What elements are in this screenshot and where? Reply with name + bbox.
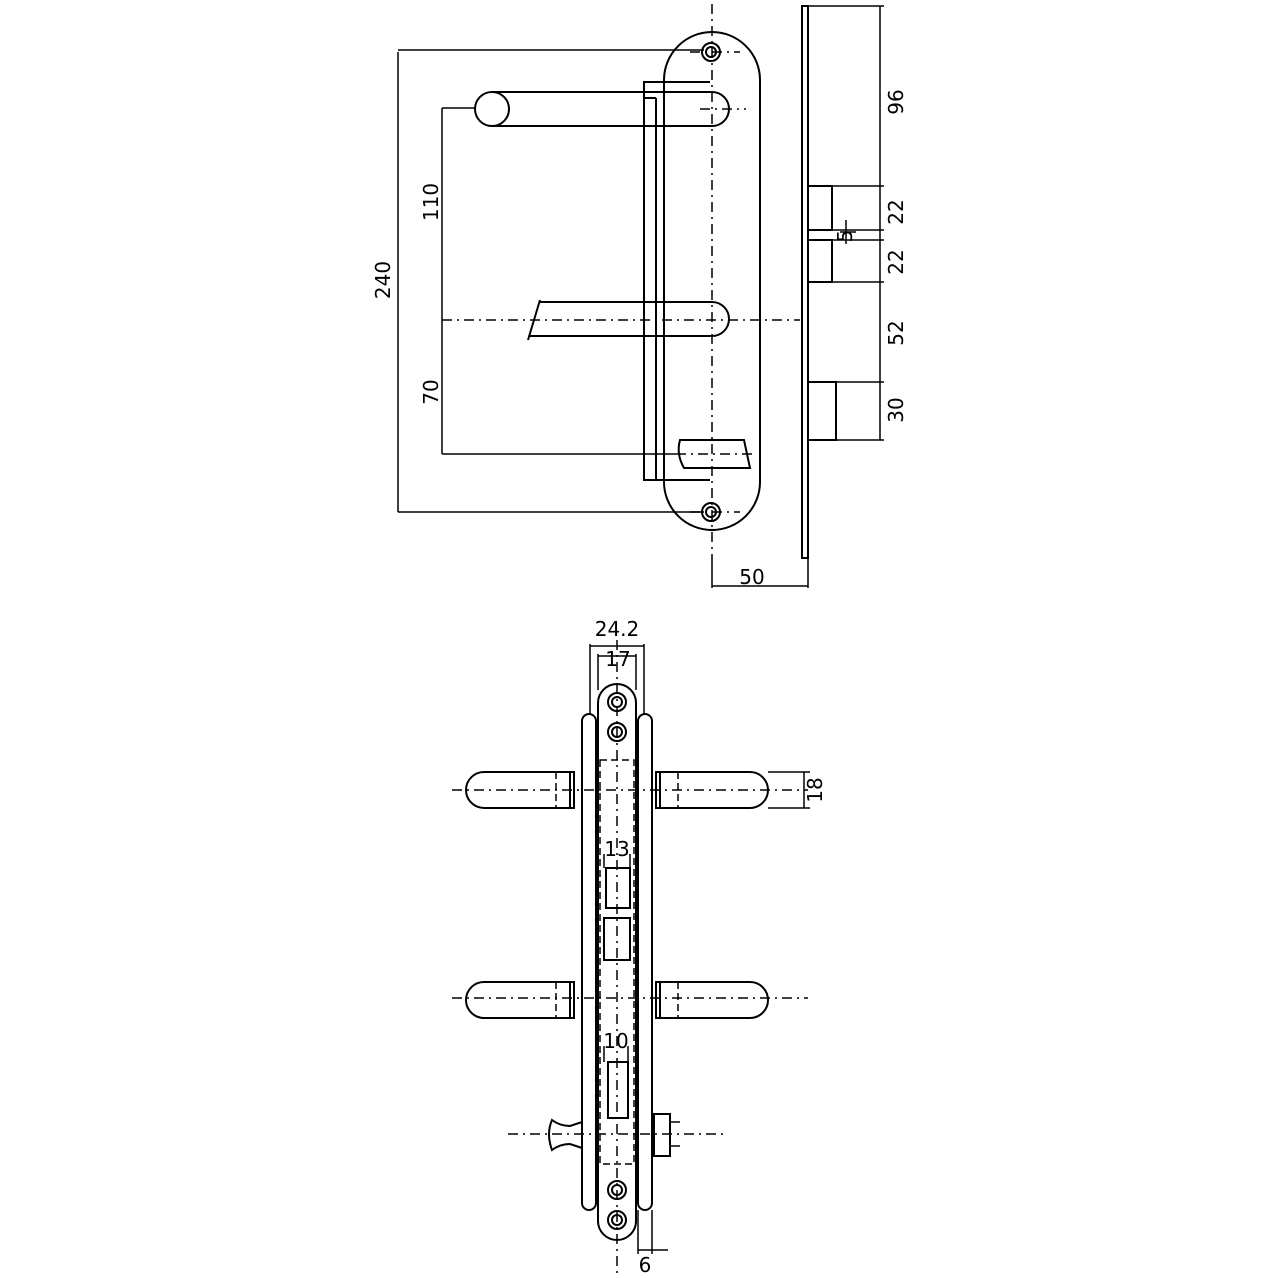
lower-lever-pair [452, 981, 808, 1019]
dim-backset: 50 [739, 565, 764, 589]
screw-icon [607, 722, 627, 742]
dim-top-to-latch: 96 [884, 89, 908, 114]
deadbolt-face [607, 1061, 629, 1119]
lower-lever [442, 299, 800, 341]
dim-plate-width: 24.2 [595, 617, 640, 641]
dim-bolt-height: 22 [884, 249, 908, 274]
latch-face [605, 867, 631, 909]
dim-lever-to-lever: 110 [419, 183, 443, 221]
edge-view: 24.2 17 18 13 10 6 [452, 617, 827, 1278]
dim-bolt-to-deadbolt: 52 [884, 320, 908, 345]
dim-lever-to-cylinder: 70 [419, 379, 443, 404]
dim-lever-diameter: 18 [803, 777, 827, 802]
thumb-turn-knob [508, 1118, 724, 1152]
deadbolt [807, 381, 837, 441]
latch-bolt [807, 185, 833, 231]
dim-latch-width: 13 [604, 837, 629, 861]
lock-case-hidden [599, 759, 635, 1165]
upper-lever-pair [452, 771, 808, 809]
screw-icon [607, 1180, 627, 1200]
cylinder-slot [676, 439, 756, 469]
middle-bolt [807, 239, 833, 283]
dim-deadbolt-height: 30 [884, 397, 908, 422]
dim-latch-bolt-gap: 5 [833, 230, 857, 243]
upper-lever [474, 91, 746, 127]
screw-icon [607, 1210, 627, 1230]
dim-latch-height: 22 [884, 199, 908, 224]
screw-icon [607, 692, 627, 712]
left-escutcheon [581, 713, 597, 1211]
side-elevation-view: 240 110 70 50 96 22 5 22 52 30 [371, 4, 908, 589]
cylinder-cap [653, 1113, 680, 1157]
forend-edge [597, 683, 637, 1241]
inner-plate [643, 81, 710, 481]
bolt-face [603, 917, 631, 961]
dim-overall-height: 240 [371, 261, 395, 299]
dim-deadbolt-width: 10 [603, 1029, 628, 1053]
dim-forend-width: 17 [605, 647, 630, 671]
right-escutcheon [637, 713, 653, 1211]
dim-plate-thickness: 6 [639, 1253, 652, 1277]
